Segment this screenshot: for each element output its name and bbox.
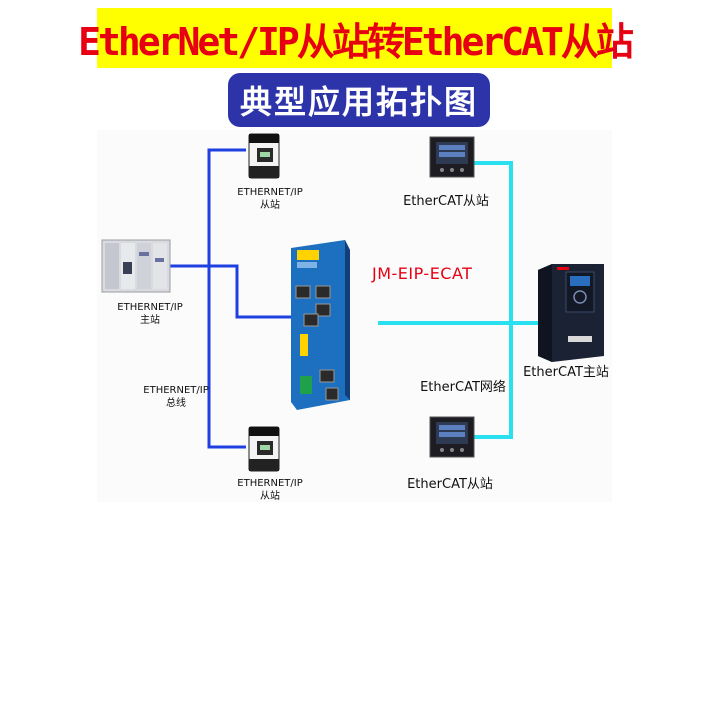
ecat-master-label: EtherCAT主站 [523, 365, 609, 380]
page-title: EtherNet/IP从站转EtherCAT从站 [78, 19, 634, 64]
ecat-slave-top-label: EtherCAT从站 [403, 194, 489, 209]
eip-master-line1: ETHERNET/IP [117, 302, 183, 313]
eip-bus-line1: ETHERNET/IP [143, 385, 209, 396]
eip-slave-bottom-line1: ETHERNET/IP [237, 478, 303, 489]
gateway-device [291, 240, 350, 410]
ecat-slave-top-device [429, 136, 475, 178]
eip-slave-bottom-label: ETHERNET/IP 从站 [232, 477, 308, 503]
ecat-slave-bottom-device [429, 416, 475, 458]
eip-slave-top-device [248, 133, 280, 179]
eip-slave-bottom-line2: 从站 [260, 491, 280, 502]
eip-trunk-line [207, 148, 246, 449]
ethercat-network-lines [378, 161, 540, 439]
ecat-master-drive-device [538, 264, 604, 362]
eip-master-plc-device [101, 239, 171, 293]
ecat-network-label: EtherCAT网络 [420, 380, 506, 395]
eip-master-label: ETHERNET/IP 主站 [112, 301, 188, 327]
diagram-subtitle: 典型应用拓扑图 [239, 83, 478, 121]
eip-gateway-link [209, 264, 291, 319]
ecat-slave-bottom-label: EtherCAT从站 [407, 477, 493, 492]
eip-slave-top-line2: 从站 [260, 200, 280, 211]
diagram-background [97, 130, 612, 502]
eip-slave-bottom-device [248, 426, 280, 472]
eip-slave-top-label: ETHERNET/IP 从站 [232, 186, 308, 212]
eip-bus-line2: 总线 [166, 398, 186, 409]
subtitle-box [228, 73, 490, 127]
eip-bus-label: ETHERNET/IP 总线 [138, 384, 214, 410]
gateway-model-label: JM-EIP-ECAT [372, 264, 473, 283]
ecat-ring-line [474, 161, 513, 439]
eip-master-line2: 主站 [140, 315, 160, 326]
eip-slave-top-line1: ETHERNET/IP [237, 187, 303, 198]
ethernet-ip-bus-lines [170, 148, 291, 449]
title-banner [97, 8, 612, 68]
